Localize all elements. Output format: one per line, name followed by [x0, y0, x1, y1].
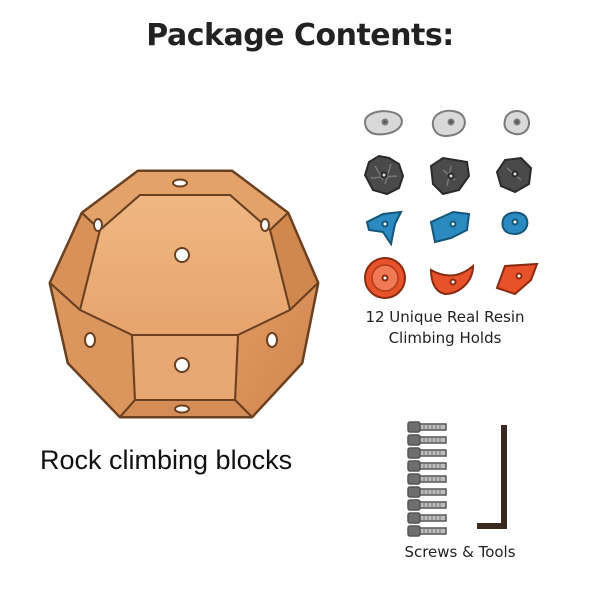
hold-grey-3-icon: [503, 110, 531, 136]
holds-label-line-1: 12 Unique Real Resin: [365, 308, 525, 326]
climbing-holds-grid: [363, 109, 539, 299]
hold-dark-3-icon: [495, 156, 533, 194]
hold-blue-2-icon: [429, 210, 471, 244]
holds-label-line-2: Climbing Holds: [388, 329, 502, 347]
bolt-stack-icon: [407, 421, 447, 537]
screws-and-tools-icon: [407, 421, 507, 537]
hold-dark-2-icon: [429, 156, 471, 196]
tools-label: Screws & Tools: [404, 543, 516, 561]
allen-key-icon: [477, 425, 507, 529]
hold-orange-1-icon: [364, 257, 406, 299]
hold-blue-1-icon: [365, 210, 403, 247]
dodecahedron-climbing-block-icon: [48, 169, 320, 419]
hold-dark-1-icon: [363, 154, 405, 196]
block-label: Rock climbing blocks: [40, 445, 293, 475]
hold-blue-3-icon: [501, 211, 529, 236]
holds-label: 12 Unique Real Resin Climbing Holds: [350, 307, 540, 349]
hold-grey-1-icon: [363, 110, 403, 136]
hold-grey-2-icon: [431, 109, 466, 137]
hold-orange-3-icon: [495, 262, 539, 296]
page-title: Package Contents:: [146, 18, 454, 53]
hold-orange-2-icon: [429, 263, 475, 296]
